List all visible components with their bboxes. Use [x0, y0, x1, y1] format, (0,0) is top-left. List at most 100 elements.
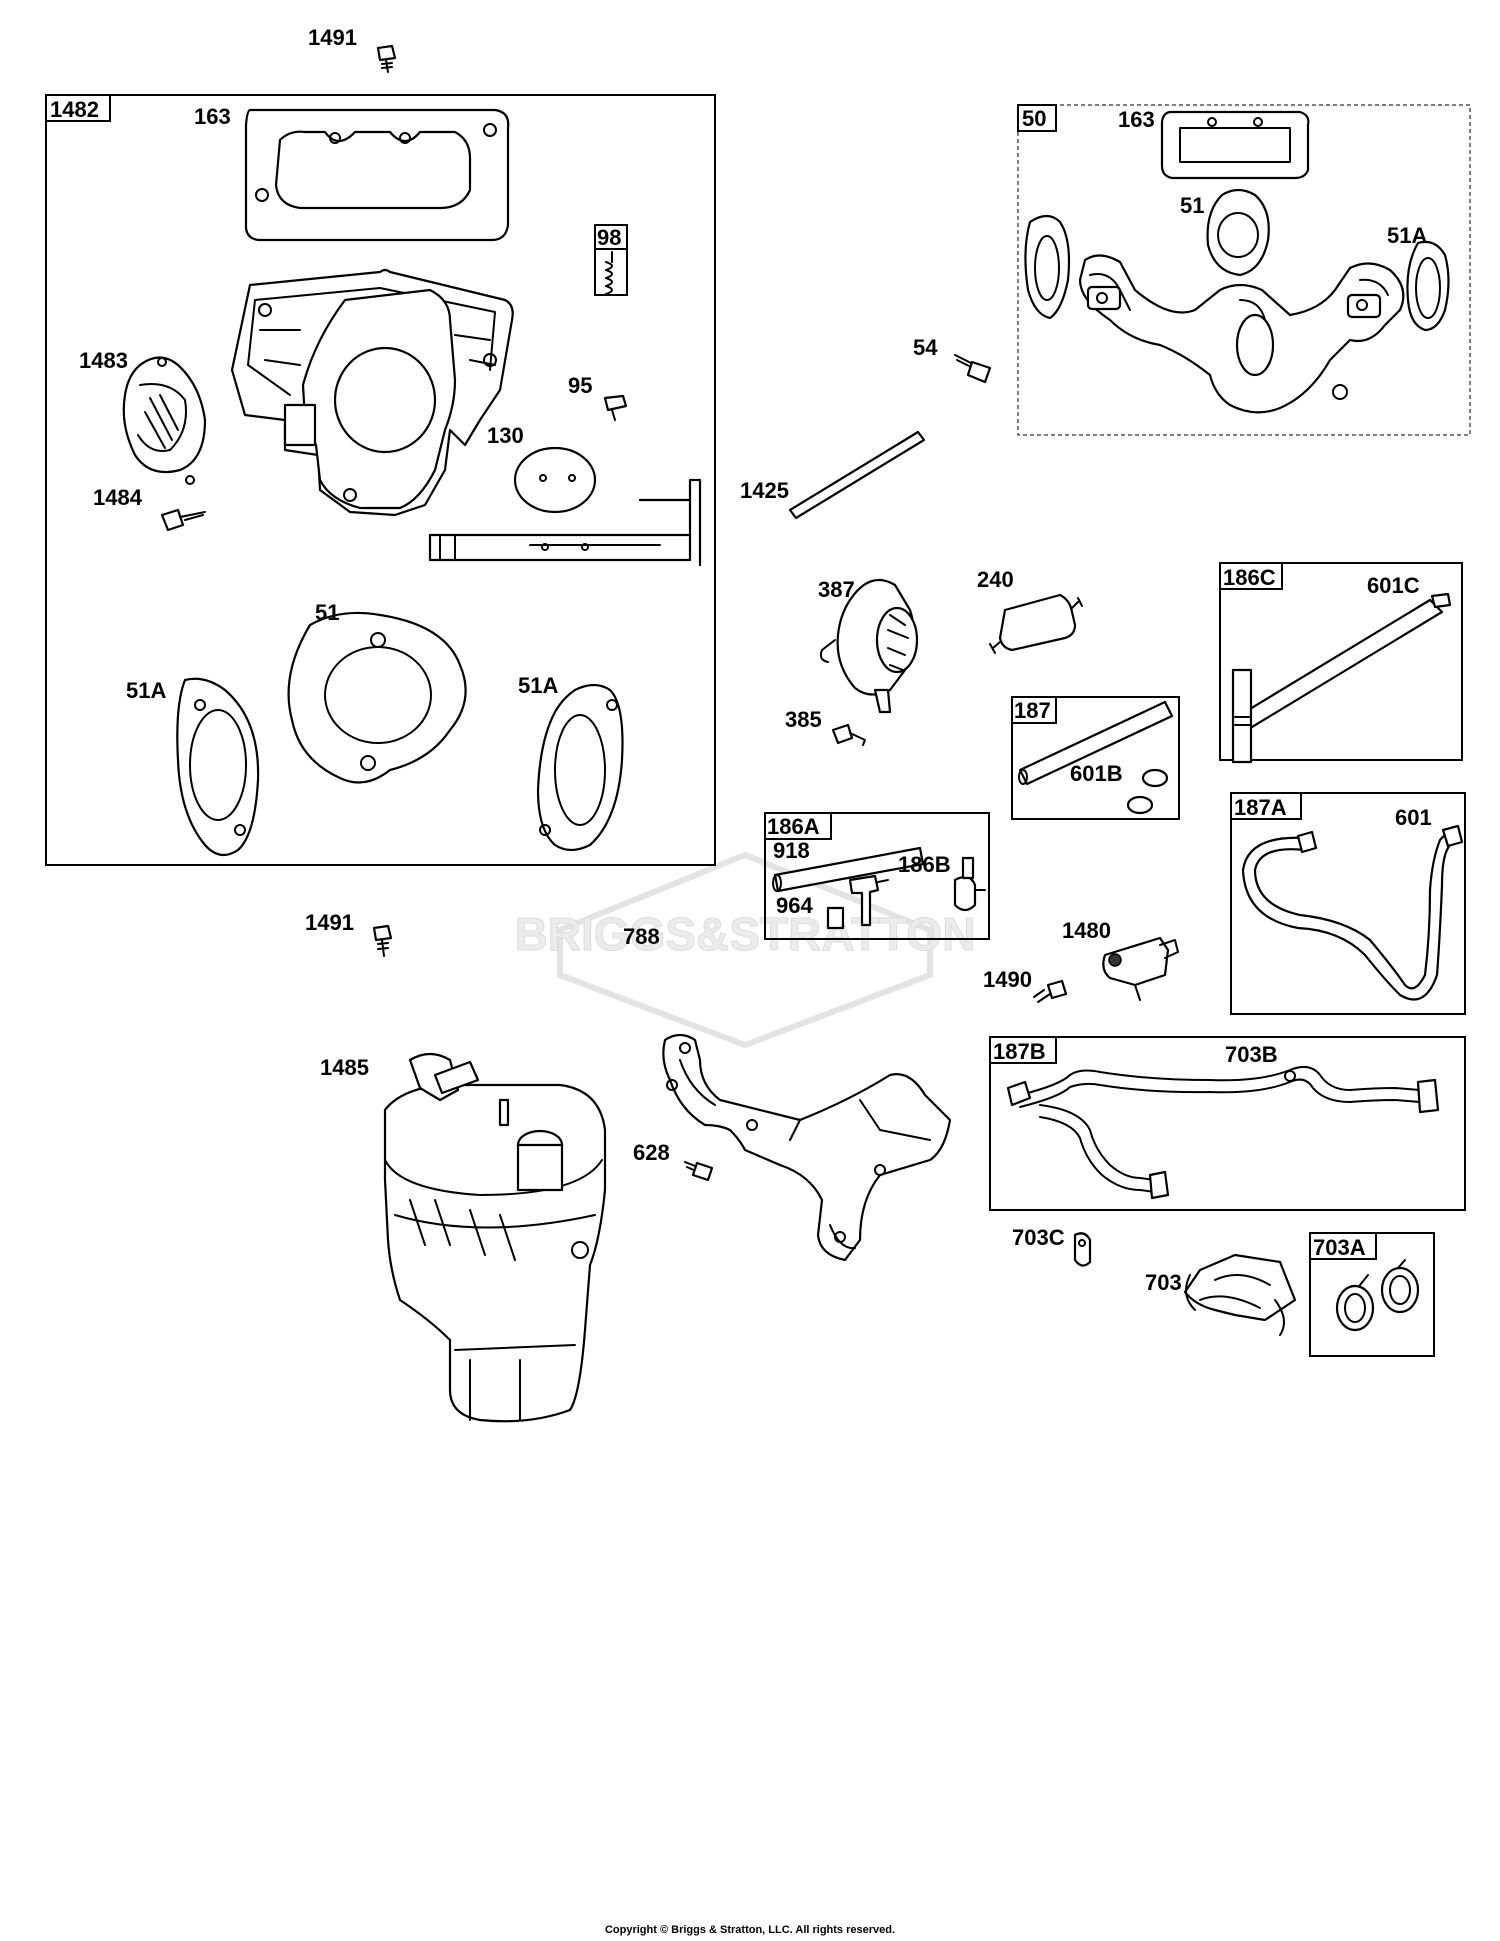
copyright-notice: Copyright © Briggs & Stratton, LLC. All …	[604, 1924, 896, 1936]
shutoff-valve-186B-icon	[953, 856, 986, 912]
group-tag-186C	[1219, 562, 1283, 590]
cap-1483-icon	[122, 356, 207, 485]
bracket-788-icon	[662, 1033, 952, 1262]
callout-163-right: 163	[1118, 107, 1155, 132]
screw-1491-top-icon	[376, 44, 397, 73]
callout-703A: 703A	[1313, 1235, 1366, 1260]
group-tag-50	[1017, 104, 1057, 132]
clamp-703A-icon	[1335, 1259, 1420, 1332]
group-box-186C	[1219, 562, 1463, 761]
group-tag-187A	[1230, 792, 1302, 820]
fuel-line-187-icon	[1018, 700, 1174, 786]
callout-51A-left2: 51A	[518, 673, 558, 698]
callout-1485: 1485	[320, 1055, 369, 1080]
fuel-line-601-icon	[1241, 824, 1464, 1001]
gasket-163-left-icon	[244, 108, 510, 242]
callout-186B: 186B	[898, 852, 951, 877]
callout-387: 387	[818, 577, 855, 602]
callout-1482: 1482	[50, 97, 99, 122]
callout-187: 187	[1014, 698, 1051, 723]
callout-187A: 187A	[1234, 795, 1287, 820]
callout-1490: 1490	[983, 967, 1032, 992]
callout-601B: 601B	[1070, 761, 1123, 786]
callout-130: 130	[487, 423, 524, 448]
clamp-601B-icon	[1126, 768, 1169, 815]
group-tag-1482	[45, 94, 111, 122]
throttle-body-icon	[230, 268, 514, 517]
callout-163-left: 163	[194, 104, 231, 129]
group-box-187B	[989, 1036, 1466, 1211]
intake-manifold-icon	[1078, 254, 1405, 414]
group-tag-186A	[764, 812, 832, 840]
callout-1425: 1425	[740, 478, 789, 503]
callout-788: 788	[623, 924, 660, 949]
group-tag-187B	[989, 1036, 1057, 1064]
fuel-pump-387-icon	[819, 578, 919, 714]
callout-50: 50	[1022, 106, 1046, 131]
callout-187B: 187B	[993, 1039, 1046, 1064]
gasket-163-right-icon	[1160, 110, 1310, 180]
screw-95-icon	[603, 394, 628, 421]
callout-703: 703	[1145, 1270, 1182, 1295]
gasket-51-left-icon	[287, 611, 467, 784]
fuel-module-1485-icon	[383, 1052, 607, 1423]
screw-385-icon	[831, 723, 866, 746]
group-box-50	[1017, 104, 1471, 436]
callout-240: 240	[977, 567, 1014, 592]
callout-186A: 186A	[767, 814, 820, 839]
group-tag-703A	[1309, 1232, 1377, 1260]
group-box-1482	[45, 94, 716, 866]
callout-51A-right: 51A	[1387, 223, 1427, 248]
callout-601C: 601C	[1367, 573, 1420, 598]
screw-1491-mid-icon	[372, 924, 393, 957]
callout-54: 54	[913, 335, 938, 360]
callout-51-left: 51	[315, 600, 339, 625]
screw-1484-icon	[160, 508, 206, 532]
fitting-964-icon	[826, 906, 845, 930]
gasket-51A-right2-icon	[1406, 240, 1450, 332]
callout-918: 918	[773, 838, 810, 863]
fuel-line-601C-icon	[1231, 592, 1452, 764]
group-tag-187	[1011, 696, 1057, 724]
callout-601: 601	[1395, 805, 1432, 830]
briggs-stratton-watermark: BRIGGS&STRATTON	[514, 851, 976, 1049]
screw-54-icon	[954, 354, 992, 384]
clip-703C-icon	[1073, 1232, 1092, 1267]
callout-964: 964	[776, 893, 813, 918]
callout-51-right: 51	[1180, 193, 1204, 218]
callout-51A-left1: 51A	[126, 678, 166, 703]
callout-1491-mid: 1491	[305, 910, 354, 935]
gasket-51A-left2-icon	[536, 683, 624, 852]
rod-1425-icon	[788, 430, 926, 520]
fuel-line-703B-icon	[1006, 1065, 1440, 1200]
injector-1480-icon	[1102, 936, 1179, 1001]
fuel-line-918-icon	[772, 846, 925, 893]
screw-628-icon	[684, 1161, 714, 1182]
valve-fitting-icon	[848, 874, 889, 927]
throttle-shaft-icon	[428, 478, 702, 567]
svg-text:BRIGGS&STRATTON: BRIGGS&STRATTON	[515, 908, 976, 960]
callout-703B: 703B	[1225, 1042, 1278, 1067]
callout-1483: 1483	[79, 348, 128, 373]
callout-1491-top: 1491	[308, 25, 357, 50]
gasket-51-right-icon	[1206, 188, 1270, 277]
callout-98: 98	[597, 225, 621, 250]
group-box-186A	[764, 812, 990, 940]
callout-186C: 186C	[1223, 565, 1276, 590]
gasket-51A-left1-icon	[176, 677, 260, 857]
callout-385: 385	[785, 707, 822, 732]
fuel-filter-240-icon	[989, 593, 1083, 654]
callout-703C: 703C	[1012, 1225, 1065, 1250]
group-box-187A	[1230, 792, 1466, 1015]
clamp-703-icon	[1183, 1253, 1297, 1336]
screw-1490-icon	[1033, 979, 1068, 1003]
gasket-51A-right1-icon	[1024, 214, 1071, 320]
callout-628: 628	[633, 1140, 670, 1165]
throttle-plate-130-icon	[513, 446, 597, 514]
group-box-187	[1011, 696, 1180, 820]
callout-95: 95	[568, 373, 592, 398]
callout-1480: 1480	[1062, 918, 1111, 943]
spring-98-icon	[594, 224, 628, 296]
callout-1484: 1484	[93, 485, 143, 510]
